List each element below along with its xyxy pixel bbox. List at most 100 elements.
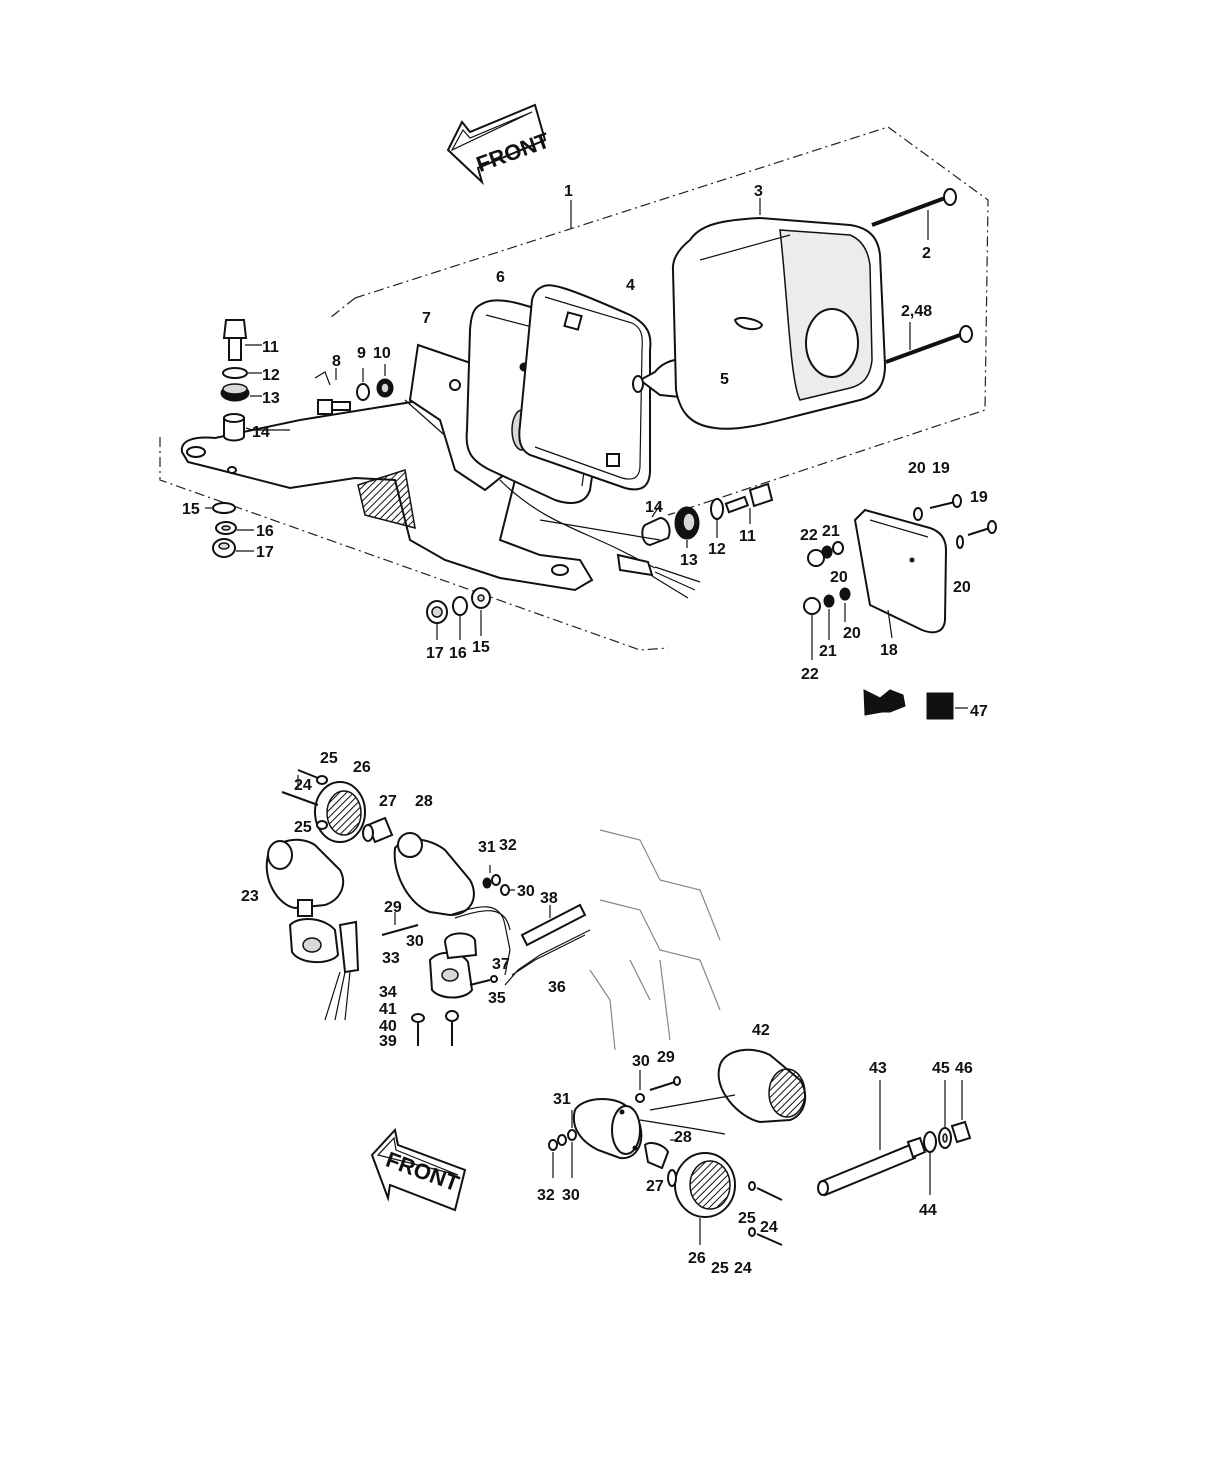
callout-13-right: 13 <box>680 552 698 569</box>
washer-15-left <box>205 502 236 514</box>
callout-29-b: 29 <box>657 1049 675 1066</box>
bolt-43 <box>817 1080 927 1197</box>
callout-25-d: 25 <box>711 1260 729 1277</box>
wiring-harness-top <box>499 479 701 599</box>
callout-9: 9 <box>357 345 366 362</box>
callout-2: 2 <box>922 245 931 262</box>
front-arrow-top: FRONT <box>446 103 553 186</box>
bulb-28-right <box>643 1139 678 1170</box>
plate-bracket-18 <box>853 508 948 639</box>
bolt-8 <box>314 368 351 415</box>
front-arrow-bottom: FRONT <box>370 1127 467 1212</box>
signal-mount-left <box>288 918 360 1021</box>
callout-19-a: 19 <box>932 460 950 477</box>
screw-2-48 <box>885 322 973 364</box>
callout-28-a: 28 <box>415 793 433 810</box>
callout-32-b: 32 <box>537 1187 555 1204</box>
nut-22-a <box>807 541 844 567</box>
washer-12-right <box>710 498 724 538</box>
washer-9 <box>356 368 370 401</box>
decal-47 <box>863 689 968 720</box>
lockwasher-16-bottom <box>452 596 468 640</box>
callout-labels: 1 3 2 2,48 6 4 7 5 8 9 10 11 12 13 14 15… <box>182 183 988 1277</box>
lens-26-left <box>314 781 366 843</box>
callout-6: 6 <box>496 269 505 286</box>
washer-15-bottom <box>471 587 491 636</box>
callout-2-48: 2,48 <box>901 303 932 320</box>
bolt-11-right <box>724 482 774 524</box>
nut-17-bottom <box>426 600 448 640</box>
collar-14-left <box>223 413 253 442</box>
callout-5: 5 <box>720 371 729 388</box>
washer-20-a <box>913 507 923 521</box>
screw-24-left <box>281 775 319 806</box>
signal-housing-42 <box>649 1048 807 1124</box>
callout-7: 7 <box>422 310 431 327</box>
pin-37-35 <box>469 975 498 986</box>
callout-33: 33 <box>382 950 400 967</box>
callout-17-bottom: 17 <box>426 645 444 662</box>
callout-10: 10 <box>373 345 391 362</box>
callout-38: 38 <box>540 890 558 907</box>
callout-31-a: 31 <box>478 839 496 856</box>
callout-12-right: 12 <box>708 541 726 558</box>
callout-34: 34 <box>379 984 397 1001</box>
callout-43: 43 <box>869 1060 887 1077</box>
callout-25-a: 25 <box>320 750 338 767</box>
grommet-13-right <box>674 506 700 548</box>
lens-3 <box>671 198 887 430</box>
lens-26-right <box>667 1152 736 1245</box>
callout-22-a: 22 <box>800 527 818 544</box>
callout-12-left: 12 <box>262 367 280 384</box>
callout-39: 39 <box>379 1033 397 1050</box>
washer-10 <box>376 364 394 398</box>
callout-16-left: 16 <box>256 523 274 540</box>
bolt-19-b <box>967 520 997 536</box>
callout-15-bottom: 15 <box>472 639 490 656</box>
washers-32-30-right <box>548 1110 577 1178</box>
callout-35: 35 <box>488 990 506 1007</box>
callout-30-c: 30 <box>632 1053 650 1070</box>
nut-22-b <box>803 587 851 660</box>
callout-18: 18 <box>880 642 898 659</box>
callout-27-a: 27 <box>379 793 397 810</box>
nut-17-left <box>212 538 254 558</box>
bolt-41-40-39 <box>411 1010 459 1046</box>
washer-20-b <box>956 535 964 549</box>
callout-8: 8 <box>332 353 341 370</box>
callout-42: 42 <box>752 1022 770 1039</box>
callout-30-a: 30 <box>517 883 535 900</box>
callout-27-b: 27 <box>646 1178 664 1195</box>
signal-housing-23 <box>265 838 345 917</box>
callout-4: 4 <box>626 277 635 294</box>
callout-44: 44 <box>919 1202 937 1219</box>
callout-11-left: 11 <box>262 339 279 356</box>
callout-28-b: 28 <box>674 1129 692 1146</box>
assembly-outline <box>159 126 989 651</box>
callout-29-a: 29 <box>384 899 402 916</box>
callout-21-b: 21 <box>819 643 837 660</box>
callout-30-b: 30 <box>406 933 424 950</box>
washer-25-left-b <box>316 820 328 830</box>
washers-31-32-30-a <box>482 865 515 896</box>
bolt-19-a <box>929 494 962 509</box>
bulb-socket-28-left <box>393 832 475 917</box>
washer-12-left <box>222 367 262 379</box>
callout-25-c: 25 <box>738 1210 756 1227</box>
wires-center <box>449 903 591 986</box>
callout-20-d: 20 <box>843 625 861 642</box>
grommet-13-left <box>220 383 262 402</box>
callout-20-b: 20 <box>830 569 848 586</box>
callout-24-a: 24 <box>294 777 312 794</box>
callout-11-right: 11 <box>739 528 756 545</box>
signal-mount-33 <box>428 932 478 999</box>
nut-46 <box>950 1080 972 1144</box>
callout-31-b: 31 <box>553 1091 571 1108</box>
callout-32-a: 32 <box>499 837 517 854</box>
callout-16-bottom: 16 <box>449 645 467 662</box>
callout-3: 3 <box>754 183 763 200</box>
callout-40: 40 <box>379 1018 397 1035</box>
washer-25-left-a <box>297 769 328 785</box>
scan-noise <box>589 829 721 1051</box>
